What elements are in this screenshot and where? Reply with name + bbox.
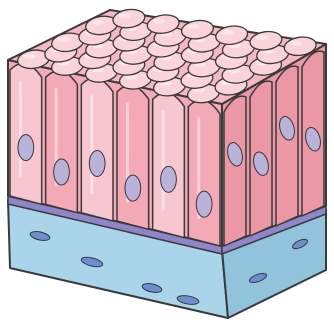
apical-tile-shine (23, 54, 35, 59)
columnar-cell (10, 63, 42, 204)
columnar-cell (153, 93, 185, 238)
cell-nucleus (89, 150, 105, 176)
apical-tile-shine (222, 30, 234, 35)
columnar-cell (188, 100, 220, 246)
apical-tile-shine (187, 24, 199, 29)
columnar-cell (81, 78, 113, 221)
apical-tile-shine (256, 35, 268, 40)
apical-tile-shine (153, 19, 165, 24)
cell-nucleus (18, 135, 34, 161)
apical-tile-shine (290, 41, 302, 46)
apical-tile-shine (92, 20, 104, 25)
columnar-cell (46, 71, 78, 213)
apical-tile-shine (119, 13, 131, 18)
cell-nucleus (161, 166, 177, 192)
cell-nucleus (125, 175, 141, 201)
columnar-cell-side (224, 96, 246, 246)
apical-tile-shine (58, 37, 70, 42)
cell-nucleus (54, 159, 70, 185)
columnar-cell-side (276, 66, 298, 226)
cell-nucleus (196, 191, 212, 217)
columnar-cell (117, 85, 149, 229)
